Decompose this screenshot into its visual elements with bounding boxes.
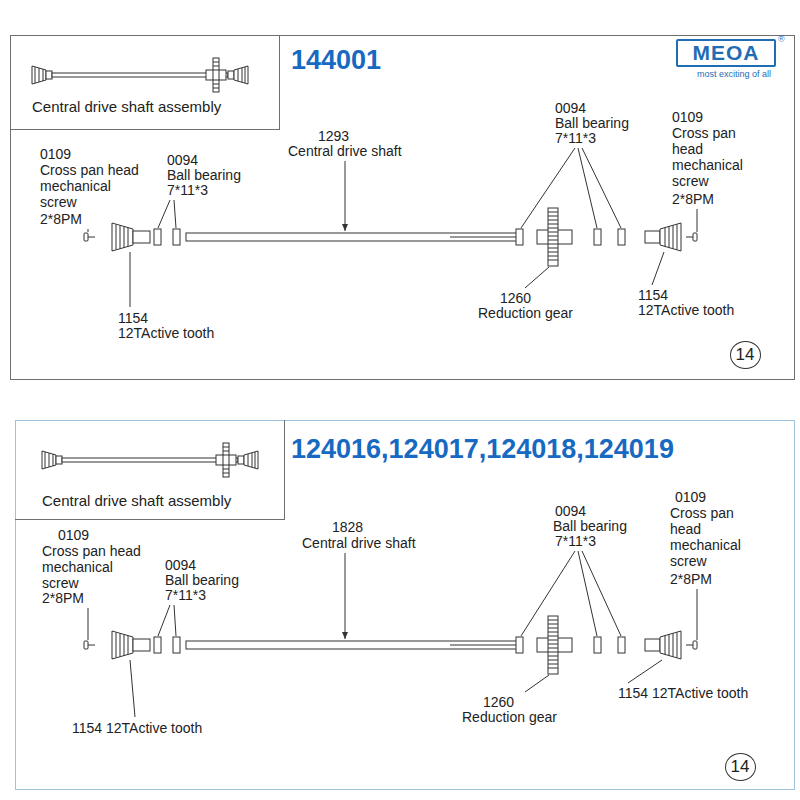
- part-number: 1154: [118, 310, 148, 326]
- part-number: 0109: [40, 146, 71, 162]
- part-name: Ball bearing: [165, 572, 239, 588]
- part-name: Reduction gear: [462, 709, 557, 725]
- leader-line: [130, 660, 135, 717]
- leader-line: [697, 589, 698, 640]
- leader-line: [130, 252, 131, 307]
- assembly-inset-box: Central drive shaft assembly: [15, 420, 285, 520]
- part-number: 0094: [167, 152, 198, 168]
- part-name: Cross pan head mechanical screw: [670, 505, 750, 569]
- leader-line: [174, 605, 176, 636]
- part-number: 0109: [672, 109, 703, 125]
- part-number: 0094: [555, 100, 586, 116]
- leader-lines: [88, 148, 697, 717]
- part-name: Central drive shaft: [288, 143, 402, 159]
- part-label: 1154 12TActive tooth: [72, 720, 202, 736]
- part-size: 7*11*3: [165, 587, 206, 603]
- leader-line: [521, 148, 575, 228]
- model-number-title: 144001: [291, 44, 381, 76]
- step-number-circle: 14: [730, 341, 761, 369]
- leader-line: [345, 553, 346, 639]
- leader-line: [88, 229, 89, 232]
- part-name: Cross pan head mechanical screw: [42, 543, 152, 591]
- leader-line: [174, 200, 176, 228]
- part-number: 0109: [58, 527, 89, 543]
- part-number: 0094: [165, 557, 196, 573]
- part-size: 2*8PM: [670, 571, 712, 587]
- exploded-part-row: [84, 208, 697, 266]
- part-number: 1154: [638, 287, 668, 303]
- leader-line: [525, 675, 549, 692]
- inset-caption: Central drive shaft assembly: [32, 98, 221, 116]
- leader-line: [697, 209, 698, 232]
- part-name: Cross pan head mechanical screw: [672, 125, 752, 189]
- part-name: 12TActive tooth: [118, 325, 214, 341]
- leader-line: [525, 267, 549, 288]
- part-number: 1293: [318, 128, 349, 144]
- registered-mark: ®: [778, 34, 785, 44]
- assembly-inset-box: Central drive shaft assembly: [10, 35, 280, 130]
- inset-caption: Central drive shaft assembly: [42, 492, 231, 510]
- part-name: Reduction gear: [478, 305, 573, 321]
- step-number: 14: [736, 346, 755, 364]
- step-number: 14: [731, 758, 750, 776]
- part-size: 7*11*3: [555, 130, 596, 146]
- part-number: 1260: [483, 694, 514, 710]
- leader-line: [582, 148, 621, 228]
- part-number: 1260: [500, 290, 531, 306]
- leader-line: [628, 660, 662, 683]
- model-number-title: 124016,124017,124018,124019: [291, 433, 674, 465]
- part-size: 2*8PM: [672, 191, 714, 207]
- part-size: 7*11*3: [555, 533, 596, 549]
- exploded-part-row: [84, 616, 697, 674]
- leader-line: [652, 252, 664, 285]
- part-size: 7*11*3: [167, 182, 208, 198]
- part-size: 2*8PM: [40, 211, 82, 227]
- part-number: 0109: [675, 489, 706, 505]
- part-size: 2*8PM: [42, 590, 84, 606]
- leader-line: [582, 551, 621, 636]
- assembly-thumbnail: [32, 58, 248, 92]
- brand-name: MEOA: [693, 42, 760, 64]
- part-name: Ball bearing: [167, 167, 241, 183]
- brand-logo: MEOA: [676, 39, 776, 67]
- assembly-thumbnail: [42, 443, 258, 477]
- part-number: 0094: [555, 503, 586, 519]
- leader-line: [521, 551, 575, 636]
- part-label: 1154 12TActive tooth: [618, 685, 748, 701]
- part-name: Ball bearing: [553, 518, 627, 534]
- step-number-circle: 14: [725, 753, 756, 781]
- part-number: 1828: [332, 519, 363, 535]
- part-name: Cross pan head mechanical screw: [40, 162, 150, 210]
- part-name: Ball bearing: [555, 115, 629, 131]
- part-name: Central drive shaft: [302, 535, 416, 551]
- part-name: 12TActive tooth: [638, 302, 734, 318]
- brand-tagline: most exciting of all: [697, 69, 771, 79]
- leader-line: [88, 608, 89, 640]
- leader-line: [158, 200, 170, 228]
- leader-line: [345, 161, 346, 231]
- leader-line: [158, 605, 170, 636]
